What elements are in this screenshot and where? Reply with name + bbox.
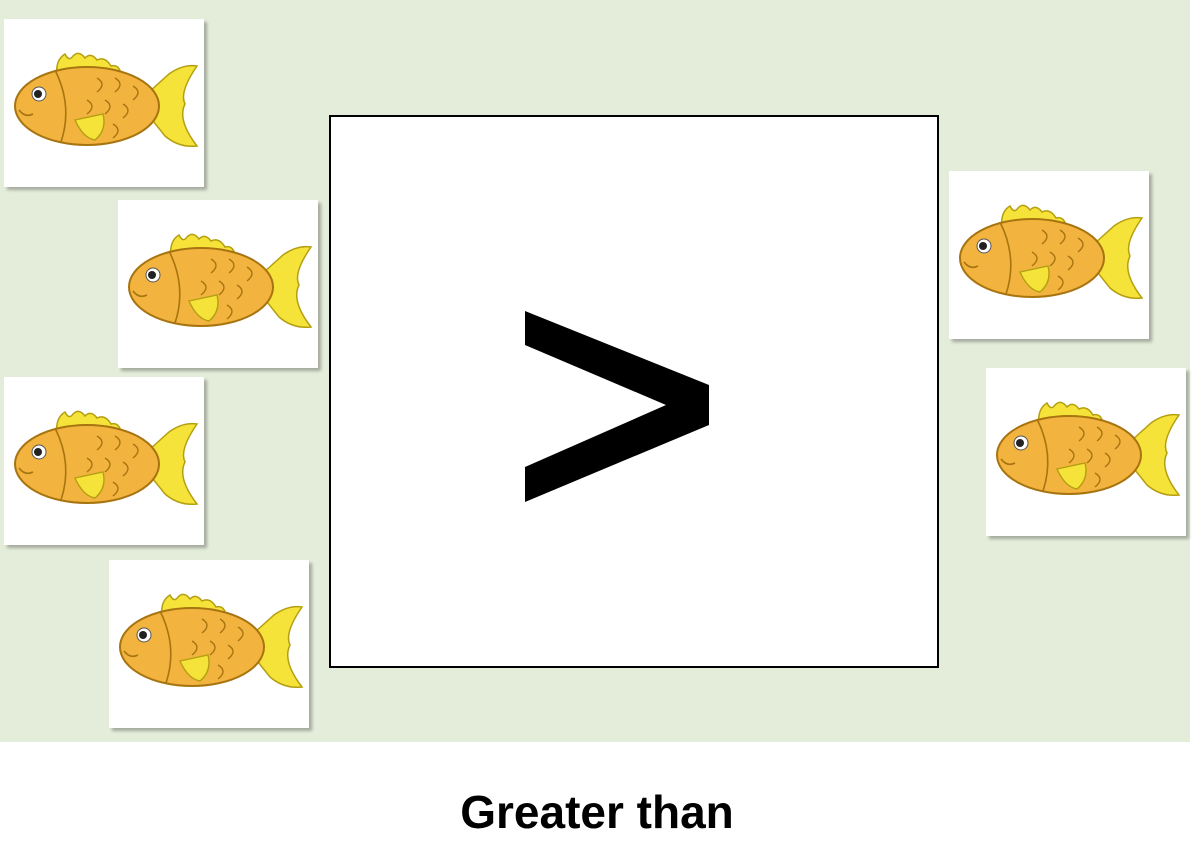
goldfish-icon (14, 410, 198, 506)
fish-card-left-1 (4, 19, 204, 187)
goldfish-icon (119, 593, 303, 689)
fish-card-left-4 (109, 560, 309, 728)
fish-card-left-3 (4, 377, 204, 545)
fish-card-left-2 (118, 200, 318, 368)
goldfish-icon (14, 52, 198, 148)
greater-than-sign-icon (525, 311, 709, 502)
caption: Greater than (460, 786, 734, 838)
goldfish-icon (128, 233, 312, 329)
comparison-symbol-box (329, 115, 939, 668)
goldfish-icon (959, 204, 1143, 300)
comparison-board (0, 0, 1190, 742)
fish-card-right-1 (949, 171, 1149, 339)
goldfish-icon (996, 401, 1180, 497)
fish-card-right-2 (986, 368, 1186, 536)
